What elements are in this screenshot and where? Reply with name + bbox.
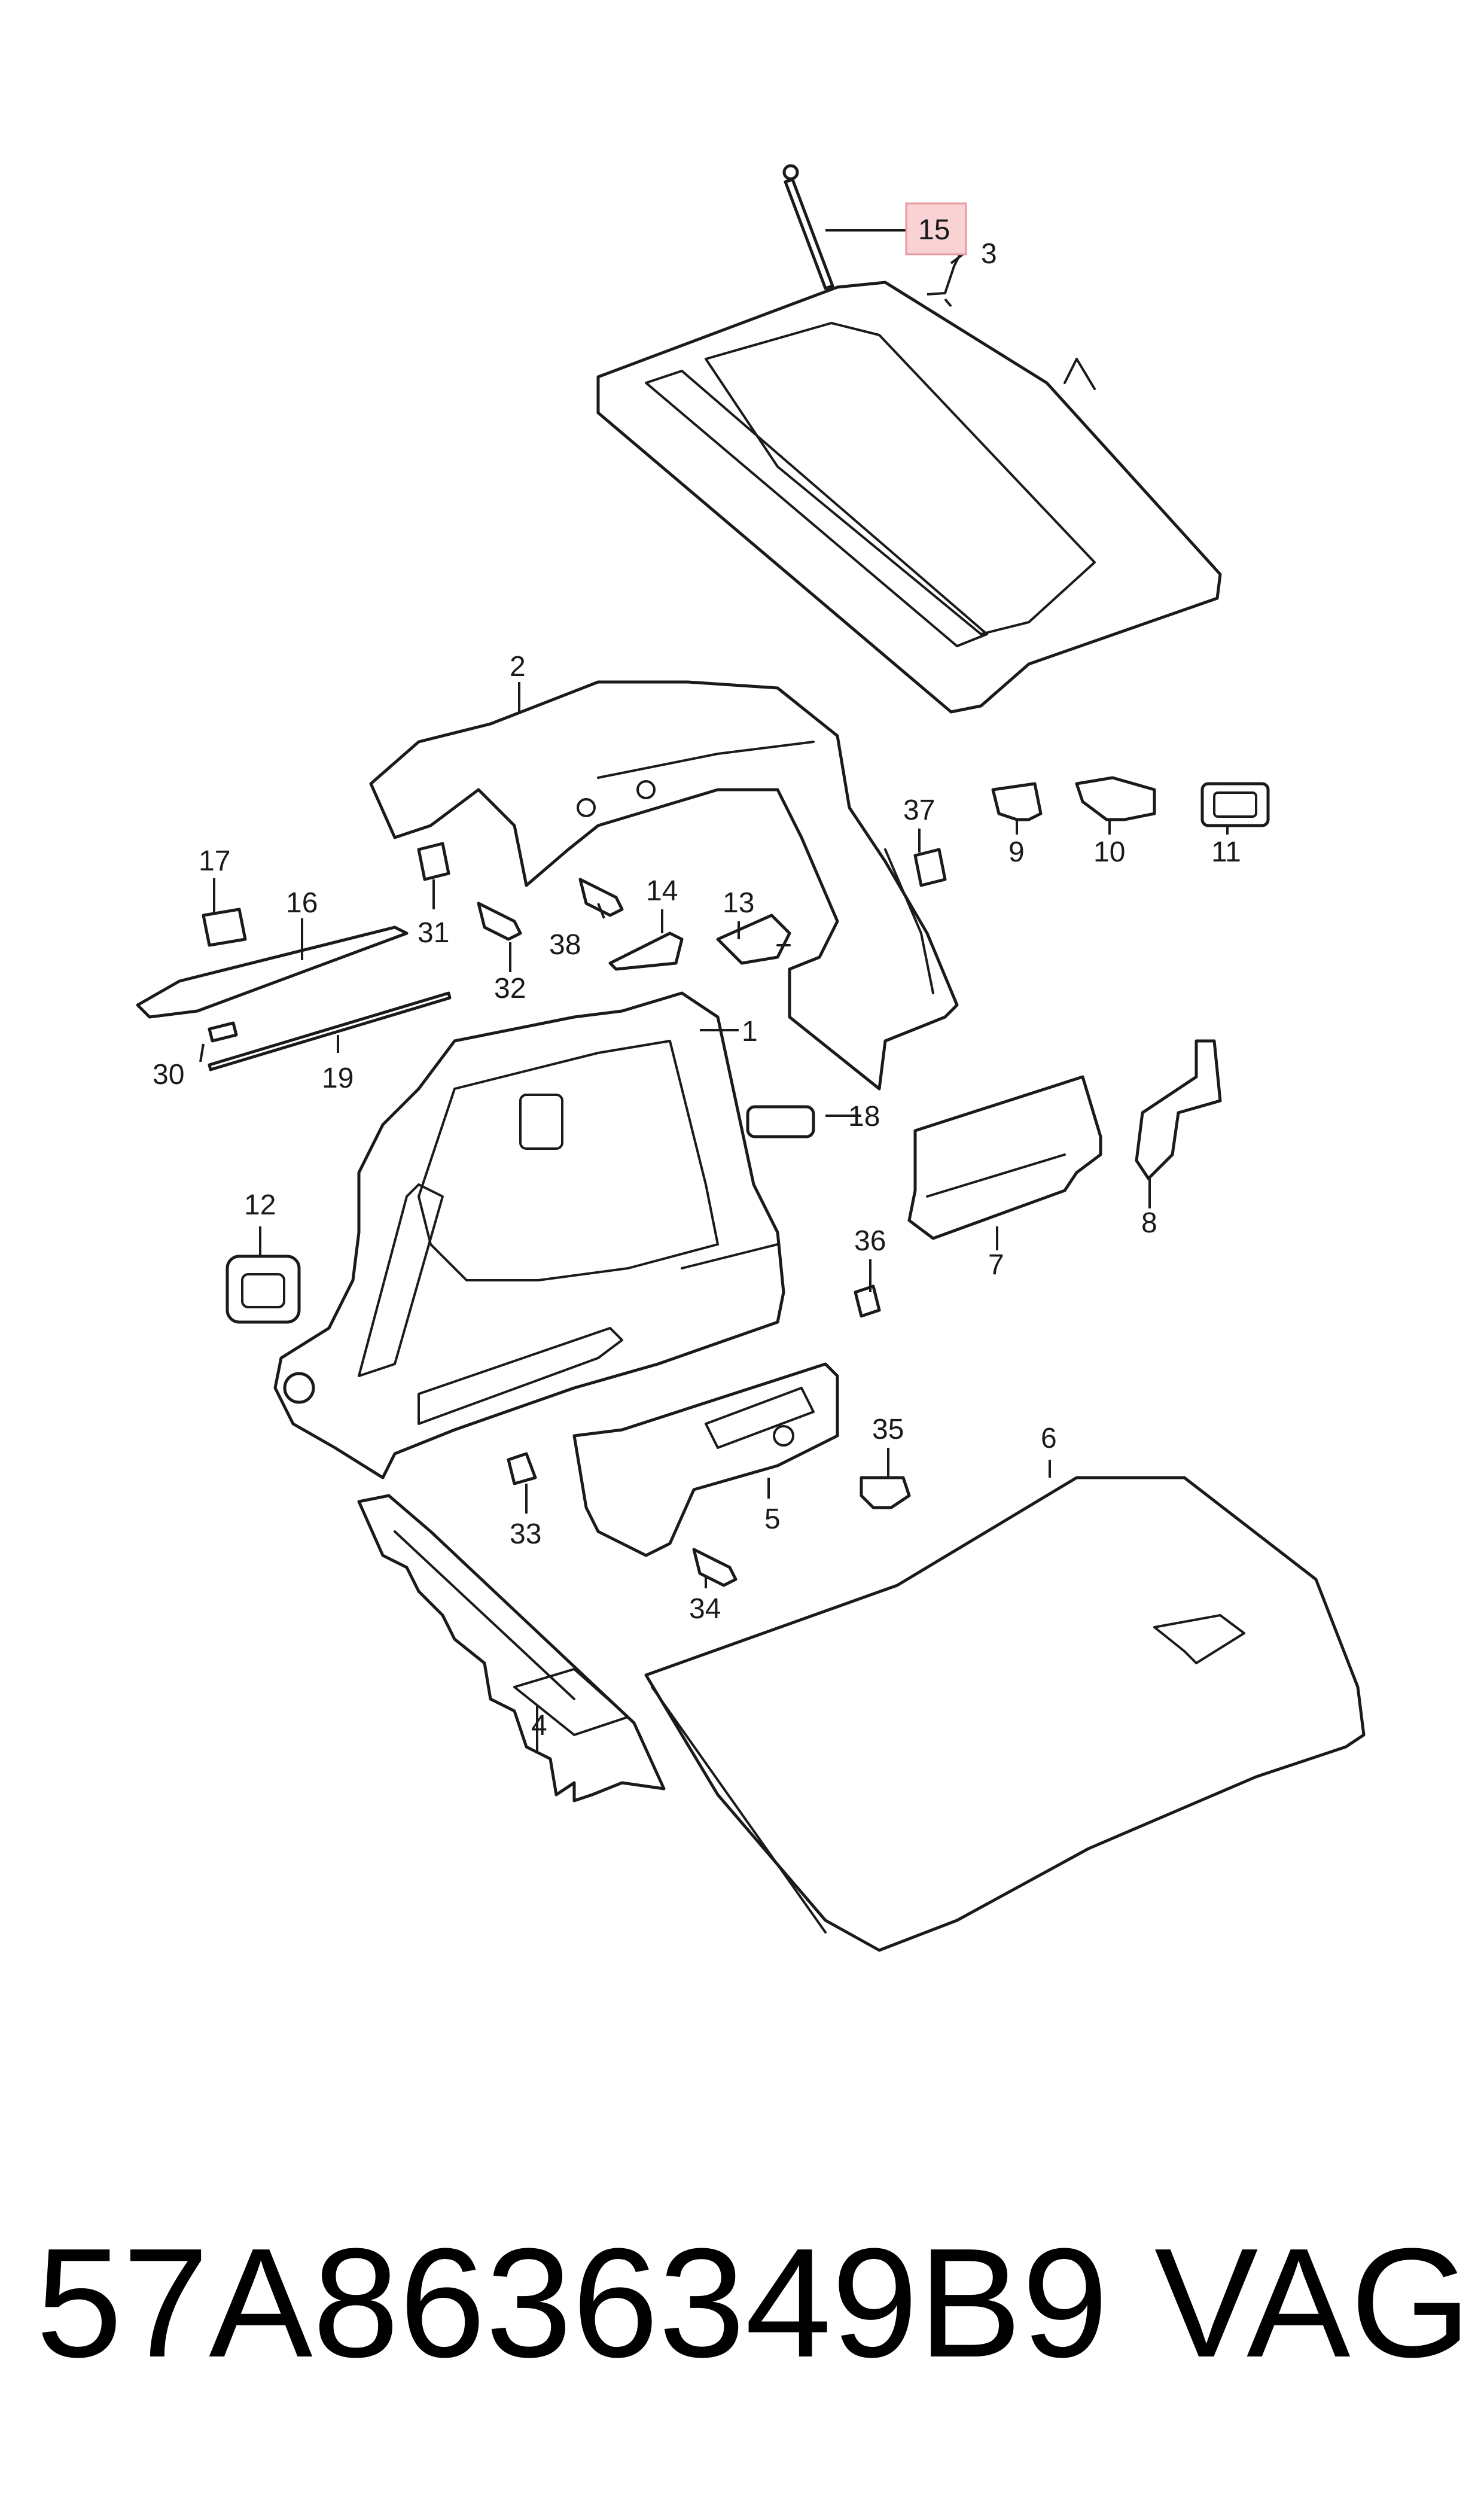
label-7: 7 xyxy=(988,1249,1004,1281)
label-32: 32 xyxy=(494,973,526,1004)
label-36: 36 xyxy=(854,1225,886,1257)
label-9: 9 xyxy=(1008,836,1025,868)
label-5: 5 xyxy=(764,1503,781,1535)
label-30: 30 xyxy=(153,1059,184,1091)
label-10: 10 xyxy=(1093,836,1125,868)
part-1-side-trim-panel xyxy=(273,991,785,1479)
part-5-bracket xyxy=(572,1362,839,1557)
part-labels: 15 3 2 1 18 5 6 7 8 9 10 11 12 13 14 16 … xyxy=(153,214,1241,1741)
label-2: 2 xyxy=(510,651,526,683)
part-15-support-rod xyxy=(782,164,834,290)
part-31-clip xyxy=(417,842,450,881)
label-6: 6 xyxy=(1041,1423,1057,1454)
label-17: 17 xyxy=(199,845,230,877)
part-18-reflector xyxy=(746,1105,815,1138)
part-8-bracket xyxy=(1135,1039,1222,1180)
part-16-strip xyxy=(136,925,409,1019)
part-35-grommet xyxy=(860,1476,911,1509)
part-13-hook xyxy=(716,914,791,965)
part-37-clip xyxy=(913,848,947,887)
part-14-cap xyxy=(608,931,684,971)
label-13: 13 xyxy=(723,887,754,919)
part-9-clip xyxy=(991,782,1043,821)
part-38-screw xyxy=(578,878,624,917)
brand-text: VAG xyxy=(1154,2216,1471,2390)
part-19-rod xyxy=(208,991,452,1071)
label-18: 18 xyxy=(848,1101,880,1132)
part-7-cover-panel xyxy=(907,1075,1102,1240)
label-31: 31 xyxy=(418,917,449,949)
part-11-switch xyxy=(1200,782,1270,827)
part-number-text: 57A8636349B9 xyxy=(36,2216,1108,2390)
label-16: 16 xyxy=(286,887,318,919)
part-17-clip xyxy=(202,908,247,947)
part-34-screw xyxy=(692,1548,738,1587)
label-12: 12 xyxy=(244,1189,276,1221)
label-1: 1 xyxy=(742,1016,758,1048)
label-8: 8 xyxy=(1141,1207,1157,1239)
label-35: 35 xyxy=(872,1414,904,1445)
part-4-sill-trim xyxy=(357,1494,666,1803)
part-6-floor-cover xyxy=(644,1476,1366,1952)
part-30-screw xyxy=(208,1021,238,1043)
label-4: 4 xyxy=(531,1710,547,1741)
part-32-screw xyxy=(477,902,522,941)
part-10-clip xyxy=(1075,776,1156,821)
label-33: 33 xyxy=(510,1518,541,1550)
highlight-box-15 xyxy=(905,202,967,255)
part-12-cover xyxy=(226,1255,301,1324)
label-38: 38 xyxy=(549,929,581,961)
label-11: 11 xyxy=(1211,836,1241,868)
part-33-clip xyxy=(507,1452,537,1485)
part-3-parcel-shelf xyxy=(596,281,1222,714)
label-14: 14 xyxy=(646,875,678,907)
label-19: 19 xyxy=(322,1062,354,1094)
label-3: 3 xyxy=(981,238,997,270)
part-36-clip xyxy=(854,1284,881,1318)
part-2-upper-side-trim xyxy=(369,680,959,1091)
label-15: 15 xyxy=(918,214,950,246)
label-34: 34 xyxy=(689,1593,721,1625)
label-37: 37 xyxy=(903,794,935,826)
